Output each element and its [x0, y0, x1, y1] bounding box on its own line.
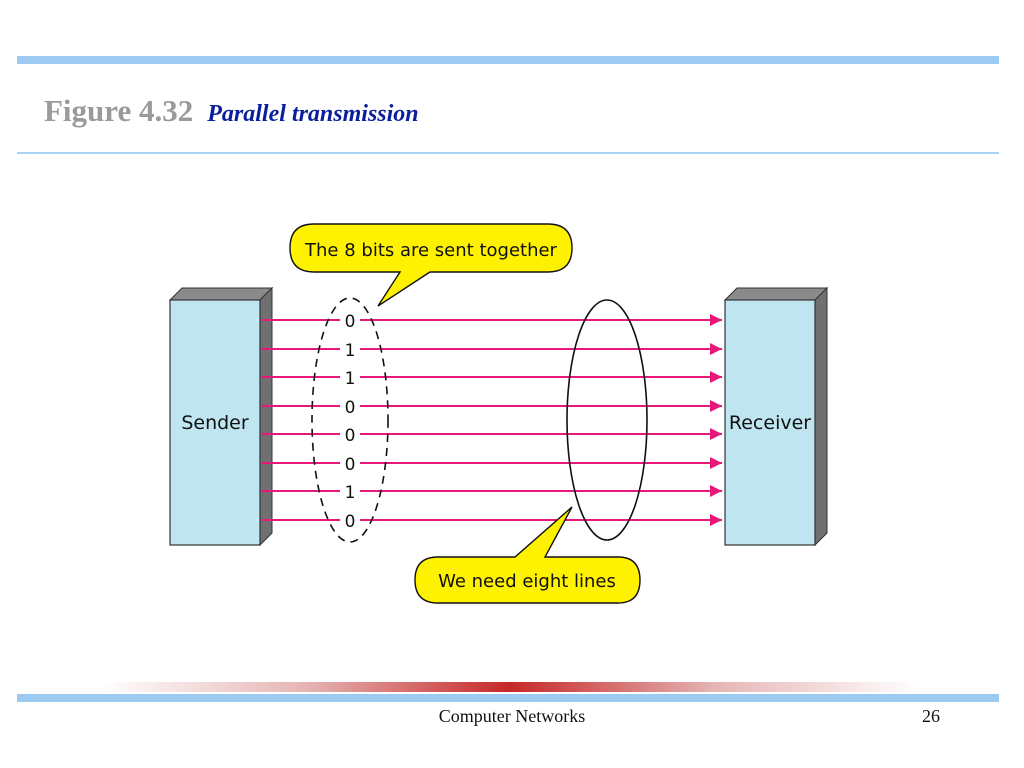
callout-top: The 8 bits are sent together: [289, 223, 573, 307]
top-accent-bar: [17, 56, 999, 64]
lines-group-ellipse: [566, 299, 648, 541]
sender-label: Sender: [181, 412, 249, 434]
sender-box: Sender: [168, 286, 274, 547]
bit-6: 0: [345, 455, 356, 475]
bit-3: 1: [345, 369, 356, 389]
figure-title: Parallel transmission: [207, 101, 419, 127]
callout-top-text: The 8 bits are sent together: [304, 240, 558, 261]
page-number: 26: [922, 706, 940, 726]
bit-2: 1: [345, 341, 356, 361]
receiver-label: Receiver: [729, 412, 811, 434]
bit-8: 0: [345, 512, 356, 532]
slide-title: Figure 4.32 Parallel transmission: [44, 93, 419, 129]
callout-bottom: We need eight lines: [414, 506, 641, 604]
transmission-lines: [262, 314, 722, 526]
callout-bottom-text: We need eight lines: [438, 571, 616, 592]
bit-values: 0 1 1 0 0 0 1 0: [340, 311, 360, 532]
bit-4: 0: [345, 398, 356, 418]
bit-7: 1: [345, 483, 356, 503]
bits-group-ellipse: [311, 297, 389, 543]
figure-number: Figure 4.32: [44, 93, 194, 128]
footer-title: Computer Networks: [438, 706, 586, 726]
bit-5: 0: [345, 426, 356, 446]
receiver-box: Receiver: [723, 286, 829, 547]
title-divider: [17, 152, 999, 154]
footer-gradient-bar: [100, 682, 920, 692]
bit-1: 0: [345, 312, 356, 332]
bottom-accent-bar: [17, 694, 999, 702]
